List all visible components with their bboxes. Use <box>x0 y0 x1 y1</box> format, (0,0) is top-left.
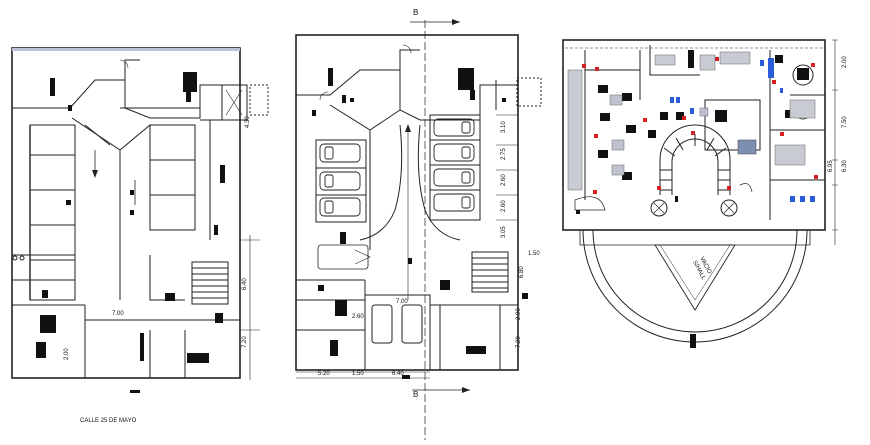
street-label: CALLE 25 DE MAYO <box>80 418 137 424</box>
section-label-bottom: B <box>413 390 418 399</box>
mid-dim-8: 2.60 <box>352 314 364 320</box>
mid-dim-1: 2.75 <box>501 148 507 160</box>
mid-dim-2: 2.60 <box>501 174 507 186</box>
mid-dim-12: 2.90 <box>516 308 522 320</box>
left-dim-1: 6.40 <box>242 278 248 290</box>
right-dim-1: 7.50 <box>842 116 848 128</box>
section-label-top: B <box>413 8 418 17</box>
mid-dim-10: 1.50 <box>352 371 364 377</box>
mid-dim-9: 5.20 <box>318 371 330 377</box>
right-dim-2: 6.95 <box>828 160 834 172</box>
left-dim-3: 2.00 <box>64 348 70 360</box>
mid-dim-0: 3.10 <box>501 121 507 133</box>
left-dim-4: 7.20 <box>242 336 248 348</box>
left-dim-0: 4.30 <box>245 116 251 128</box>
right-dim-0: 2.00 <box>842 56 848 68</box>
mid-dim-7: 7.00 <box>396 299 408 305</box>
left-dim-2: 7.00 <box>112 311 124 317</box>
mid-dim-11: 6.40 <box>392 371 404 377</box>
mid-dim-3: 2.60 <box>501 200 507 212</box>
middle-floor-plan <box>295 19 542 440</box>
mid-dim-5: 1.50 <box>528 251 540 257</box>
mid-dim-13: 7.20 <box>516 336 522 348</box>
right-dim-3: 6.30 <box>842 160 848 172</box>
left-floor-plan <box>11 47 269 380</box>
mid-dim-6: 6.80 <box>519 266 525 278</box>
mid-dim-4: 3.05 <box>501 226 507 238</box>
